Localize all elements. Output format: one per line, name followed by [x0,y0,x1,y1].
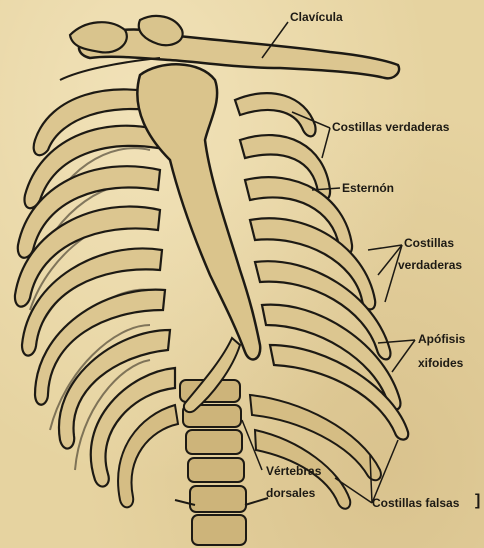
label-costillas-verdaderas-lower-line2: verdaderas [398,258,462,272]
right-ribs [235,93,408,440]
sternum-bone [137,64,260,412]
label-vertebras-line1: Vértebras [266,464,321,478]
label-costillas-verdaderas-lower-line1: Costillas [404,236,454,250]
label-apofisis-line2: xifoides [418,356,463,370]
label-apofisis-line1: Apófisis [418,332,465,346]
label-vertebras-line2: dorsales [266,486,315,500]
label-clavicula: Clavícula [290,10,343,24]
label-esternon: Esternón [342,181,394,195]
false-ribs [118,395,381,509]
bracket-mark: ] [475,494,480,508]
label-costillas-verdaderas-upper: Costillas verdaderas [332,120,449,134]
label-costillas-falsas: Costillas falsas [372,496,459,510]
